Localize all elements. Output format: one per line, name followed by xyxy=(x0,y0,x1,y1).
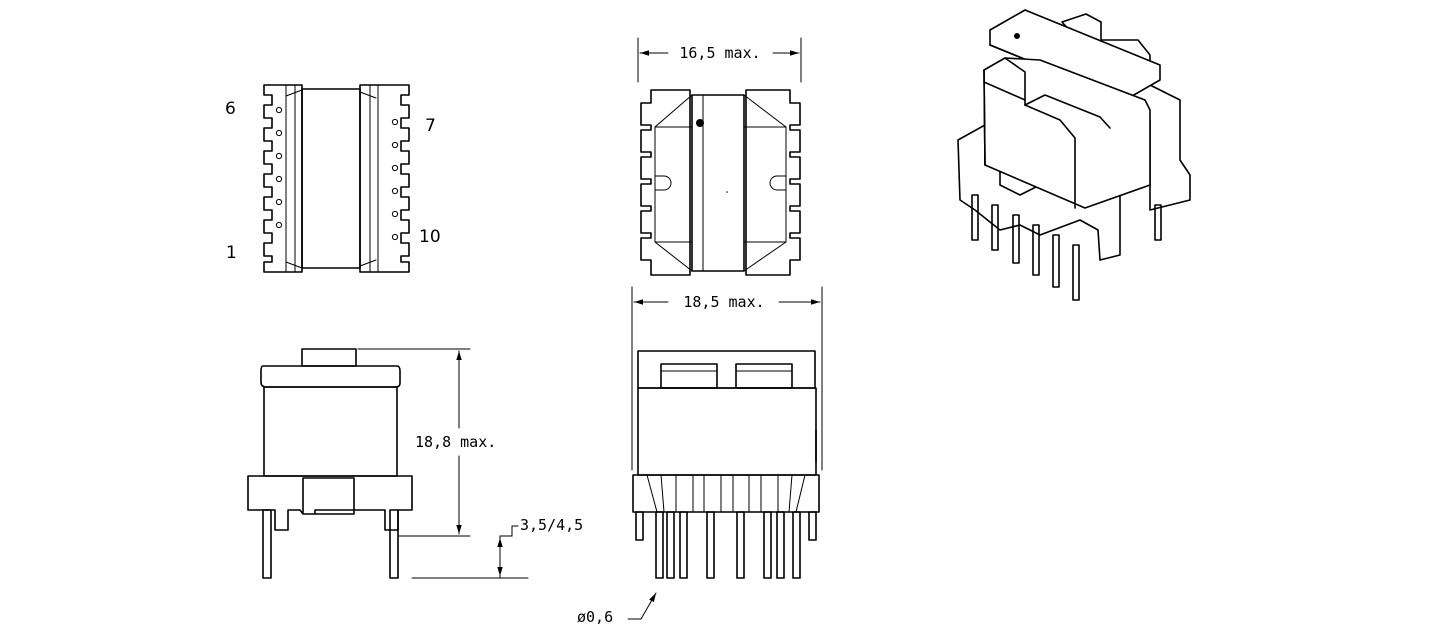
top-view-right-comb xyxy=(745,89,801,276)
side-view: 18,8 max. 3,5/4,5 xyxy=(247,348,583,579)
dim-pin-length: 3,5/4,5 xyxy=(520,516,583,534)
left-pin-comb xyxy=(263,84,303,273)
pin-label-7: 7 xyxy=(425,116,436,136)
core-top xyxy=(301,88,361,269)
top-view: 16,5 max. xyxy=(637,37,802,276)
front-view-pins xyxy=(635,511,817,579)
dim-top-width: 16,5 max. xyxy=(679,44,760,62)
top-view-left-comb xyxy=(640,89,691,276)
dim-height: 18,8 max. xyxy=(415,433,496,451)
pin-holes-left xyxy=(275,106,283,229)
dim-front-width: 18,5 max. xyxy=(683,293,764,311)
pin-side-view: 6 1 7 10 xyxy=(225,84,441,273)
pin-label-1: 1 xyxy=(226,243,237,263)
dim-pin-diameter: ø0,6 xyxy=(577,608,613,625)
front-view: 18,5 max. ø0,6 xyxy=(577,286,823,625)
right-pin-comb xyxy=(359,84,410,273)
isometric-view xyxy=(957,9,1191,301)
pin-holes-right xyxy=(391,118,399,241)
pin-label-10: 10 xyxy=(419,227,441,247)
pin-label-6: 6 xyxy=(225,99,236,119)
